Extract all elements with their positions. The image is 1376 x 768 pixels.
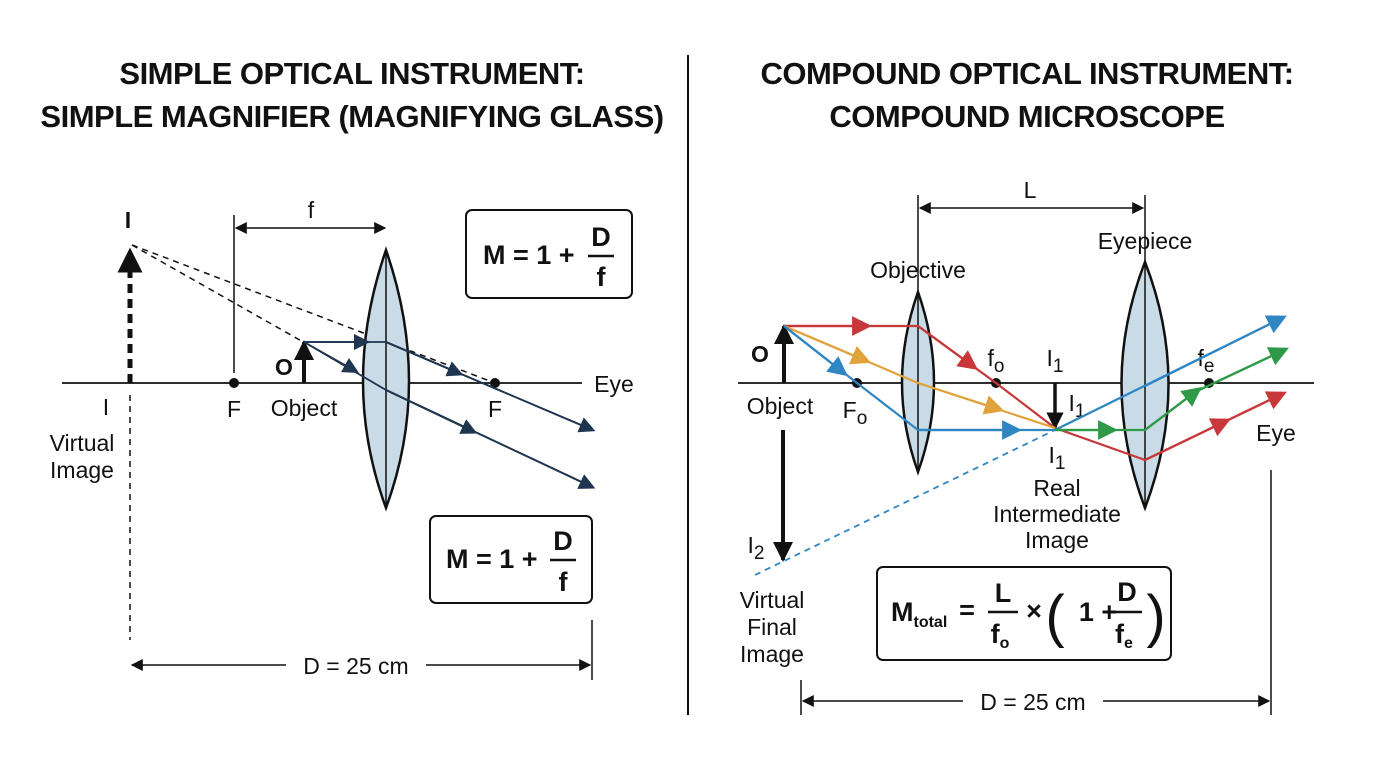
formula-top-num: D [591, 222, 611, 252]
formula-top-den: f [597, 262, 607, 292]
red-ray-arrow-4 [1221, 391, 1287, 424]
magnifier-ray-2-arrow-c [385, 389, 596, 489]
formula-paren-open: ( [1045, 584, 1064, 649]
real-image-line1: Real [1033, 475, 1080, 501]
microscope-object-letter: O [751, 341, 769, 367]
focal-length-label: f [308, 197, 315, 223]
virtual-image-label-2: Image [50, 457, 114, 483]
blue-ray-arrow-1 [783, 325, 848, 377]
virtual-image-top-label: I [125, 207, 131, 233]
orange-ray-arrow-1 [783, 324, 872, 365]
left-d-label-bg [286, 648, 426, 680]
right-title-line1: COMPOUND OPTICAL INSTRUMENT: [760, 56, 1293, 91]
virtual-final-line3: Image [740, 641, 804, 667]
formula-box-bottom [429, 515, 593, 604]
simple-magnifier-panel: SIMPLE OPTICAL INSTRUMENT: SIMPLE MAGNIF… [40, 56, 664, 680]
left-title-line2: SIMPLE MAGNIFIER (MAGNIFYING GLASS) [40, 99, 663, 134]
formula-bottom-num: D [553, 526, 573, 556]
virtual-image-label-1: Virtual [50, 430, 115, 456]
virtual-ray-extension-1 [131, 244, 496, 384]
green-ray-arrow-3 [1194, 347, 1289, 393]
formula-den-fe: fe [1115, 619, 1133, 652]
virtual-ray-extension-2 [131, 244, 306, 344]
formula-equals: = [959, 595, 975, 625]
magnifier-ray-1-arrow-c [385, 341, 596, 433]
compound-microscope-panel: COMPOUND OPTICAL INSTRUMENT: COMPOUND MI… [738, 56, 1314, 716]
left-title-line1: SIMPLE OPTICAL INSTRUMENT: [119, 56, 584, 91]
red-ray-arrow-3 [1144, 418, 1231, 461]
orange-ray-arrow-2 [917, 381, 1005, 415]
real-image-line2: Intermediate [993, 501, 1121, 527]
fe-label: fe [1198, 345, 1215, 377]
i2-label: I2 [748, 532, 765, 564]
eyepiece-label: Eyepiece [1098, 228, 1193, 254]
red-ray-arrow-2 [917, 325, 978, 370]
magnifier-ray-1 [304, 341, 589, 429]
formula-num-d: D [1117, 577, 1137, 607]
green-ray-arrow-2 [1144, 387, 1202, 431]
left-eye-label: Eye [594, 371, 634, 397]
object-label: Object [271, 395, 338, 421]
right-focal-point-dot [490, 378, 500, 388]
i1-bottom-label: I1 [1049, 442, 1066, 474]
total-magnification-box [876, 566, 1172, 661]
right-focal-point-label: F [488, 396, 502, 422]
l-label: L [1024, 177, 1037, 203]
Fo-label: Fo [843, 397, 868, 429]
virtual-extension-ray [754, 429, 1056, 576]
i1-top-label: I1 [1047, 345, 1064, 377]
right-eye-label: Eye [1256, 420, 1296, 446]
left-d-label: D = 25 cm [303, 653, 408, 679]
right-title-line2: COMPOUND MICROSCOPE [829, 99, 1224, 134]
formula-one-plus: 1 + [1079, 597, 1117, 627]
formula-den-fo: fo [991, 619, 1010, 652]
formula-paren-close: ) [1146, 584, 1165, 649]
formula-box-top [465, 209, 633, 299]
object-letter: O [275, 354, 293, 380]
formula-bottom-lhs: M = 1 + [446, 544, 538, 574]
formula-bottom-den: f [559, 567, 569, 597]
virtual-image-base-label: I [103, 394, 109, 420]
right-d-label-bg [963, 684, 1103, 716]
magnifier-ray-2-arrow-a [303, 341, 360, 373]
right-d-label: D = 25 cm [980, 689, 1085, 715]
formula-times: × [1026, 596, 1042, 626]
blue-ray-arrow-3 [1144, 315, 1287, 387]
real-image-line3: Image [1025, 527, 1089, 553]
left-focal-point-label: F [227, 396, 241, 422]
formula-num-l: L [995, 578, 1012, 608]
fo-label: fo [988, 345, 1005, 377]
formula-m: Mtotal [891, 597, 947, 631]
microscope-object-label: Object [747, 393, 814, 419]
formula-top-lhs: M = 1 + [483, 240, 575, 270]
virtual-final-line1: Virtual [740, 587, 805, 613]
virtual-final-line2: Final [747, 614, 797, 640]
left-focal-point-dot [229, 378, 239, 388]
i1-mid-label: I1 [1069, 390, 1086, 422]
magnifier-ray-2 [303, 341, 589, 486]
objective-label: Objective [870, 257, 966, 283]
